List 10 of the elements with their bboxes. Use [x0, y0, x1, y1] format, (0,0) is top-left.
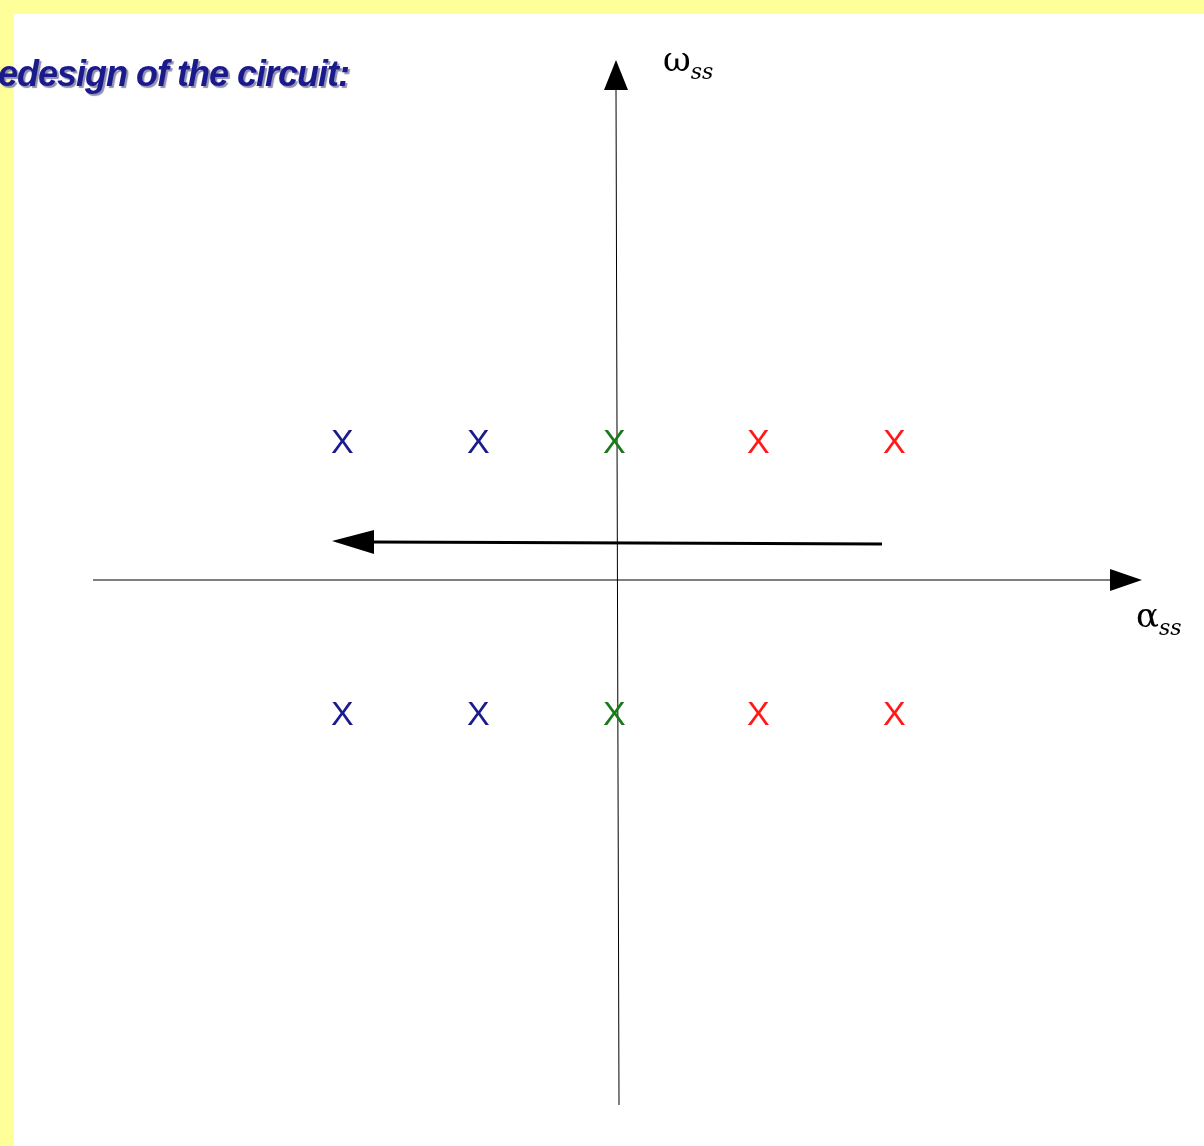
pole-mark: X [747, 696, 770, 730]
axis-label: α$_{ss}$ [1136, 598, 1182, 639]
pole-mark: X [467, 424, 490, 458]
pole-mark: X [747, 424, 770, 458]
pole-mark: X [331, 696, 354, 730]
pole-mark: X [883, 424, 906, 458]
pole-mark: X [467, 696, 490, 730]
axis-label: ω$_{ss}$ [663, 42, 714, 83]
pole-mark: X [883, 696, 906, 730]
pole-mark: X [331, 424, 354, 458]
